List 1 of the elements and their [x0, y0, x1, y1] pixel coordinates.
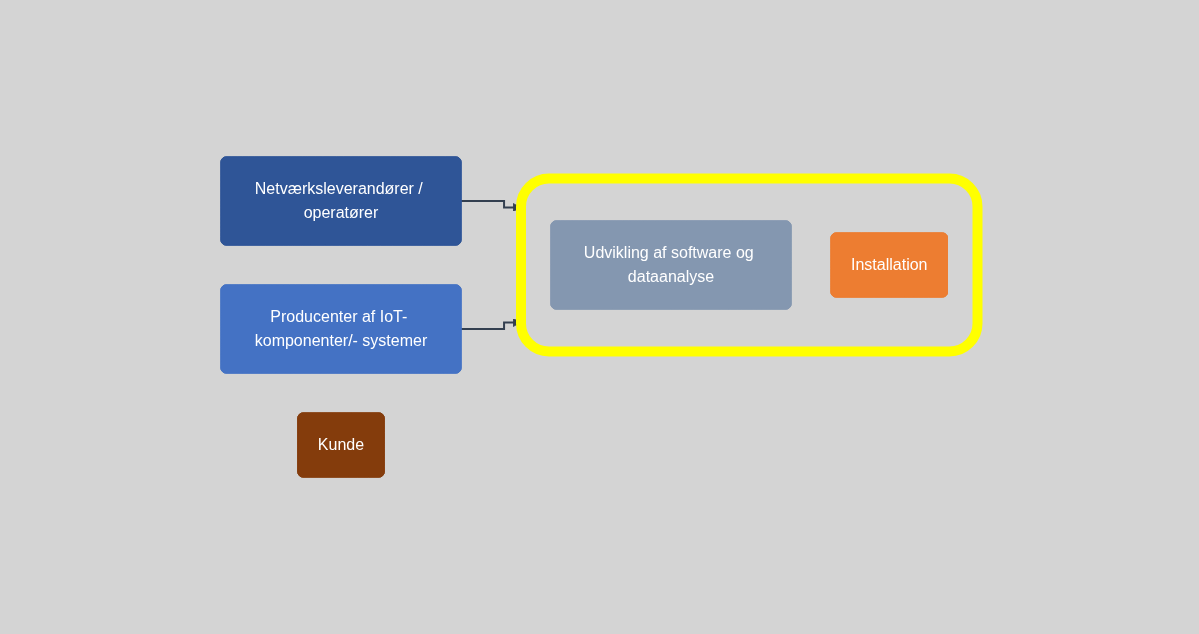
- cluster: [516, 173, 983, 357]
